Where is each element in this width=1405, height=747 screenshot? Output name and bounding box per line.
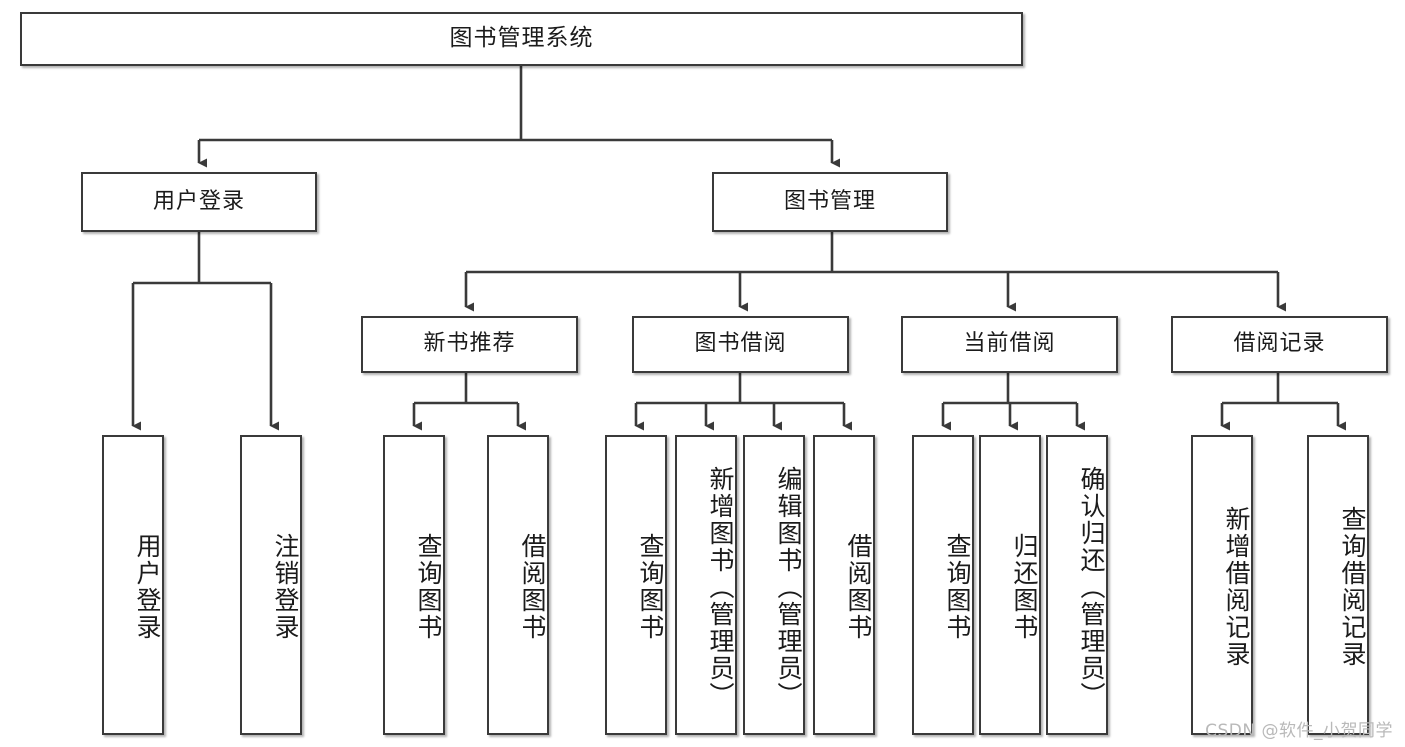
node-leaf-query-book-1-label: 查询图书 (414, 533, 443, 641)
node-new-book-recommend-label: 新书推荐 (423, 331, 516, 357)
node-book-manage-label: 图书管理 (783, 188, 876, 214)
node-leaf-query-book-2-label: 查询图书 (636, 533, 665, 641)
node-book-borrow-label: 图书借阅 (694, 331, 787, 357)
node-user-login[interactable]: 用户登录 (81, 172, 317, 232)
node-root-label: 图书管理系统 (449, 25, 594, 52)
node-leaf-return-book-label: 归还图书 (1010, 533, 1039, 641)
node-leaf-edit-book-label: 编辑图书（管理员） (774, 465, 803, 709)
node-current-borrow-label: 当前借阅 (963, 331, 1056, 357)
csdn-watermark: CSDN @软件_小贺同学 (1205, 721, 1393, 741)
node-current-borrow[interactable]: 当前借阅 (901, 316, 1118, 373)
node-leaf-borrow-book-2-label: 借阅图书 (844, 533, 873, 641)
node-leaf-borrow-book-1-label: 借阅图书 (518, 533, 547, 641)
node-leaf-confirm-return[interactable]: 确认归还（管理员） (1046, 435, 1108, 735)
node-leaf-add-book[interactable]: 新增图书（管理员） (675, 435, 737, 735)
node-book-borrow[interactable]: 图书借阅 (632, 316, 849, 373)
node-borrow-record-label: 借阅记录 (1233, 331, 1326, 357)
node-leaf-edit-book[interactable]: 编辑图书（管理员） (743, 435, 805, 735)
node-leaf-add-record[interactable]: 新增借阅记录 (1191, 435, 1253, 735)
node-book-manage[interactable]: 图书管理 (712, 172, 948, 232)
node-leaf-logout[interactable]: 注销登录 (240, 435, 302, 735)
node-leaf-add-record-label: 新增借阅记录 (1222, 506, 1251, 668)
node-leaf-borrow-book-1[interactable]: 借阅图书 (487, 435, 549, 735)
node-leaf-borrow-book-2[interactable]: 借阅图书 (813, 435, 875, 735)
node-leaf-confirm-return-label: 确认归还（管理员） (1077, 465, 1106, 709)
node-leaf-logout-label: 注销登录 (271, 533, 300, 641)
node-leaf-query-record[interactable]: 查询借阅记录 (1307, 435, 1369, 735)
node-new-book-recommend[interactable]: 新书推荐 (361, 316, 578, 373)
node-leaf-query-book-3-label: 查询图书 (943, 533, 972, 641)
node-leaf-user-login-label: 用户登录 (133, 533, 162, 641)
node-leaf-return-book[interactable]: 归还图书 (979, 435, 1041, 735)
node-leaf-add-book-label: 新增图书（管理员） (706, 465, 735, 709)
node-leaf-query-book-3[interactable]: 查询图书 (912, 435, 974, 735)
node-user-login-label: 用户登录 (152, 188, 245, 214)
node-leaf-query-book-1[interactable]: 查询图书 (383, 435, 445, 735)
node-leaf-query-book-2[interactable]: 查询图书 (605, 435, 667, 735)
node-leaf-user-login[interactable]: 用户登录 (102, 435, 164, 735)
node-leaf-query-record-label: 查询借阅记录 (1338, 506, 1367, 668)
node-root-system[interactable]: 图书管理系统 (20, 12, 1023, 66)
node-borrow-record[interactable]: 借阅记录 (1171, 316, 1388, 373)
